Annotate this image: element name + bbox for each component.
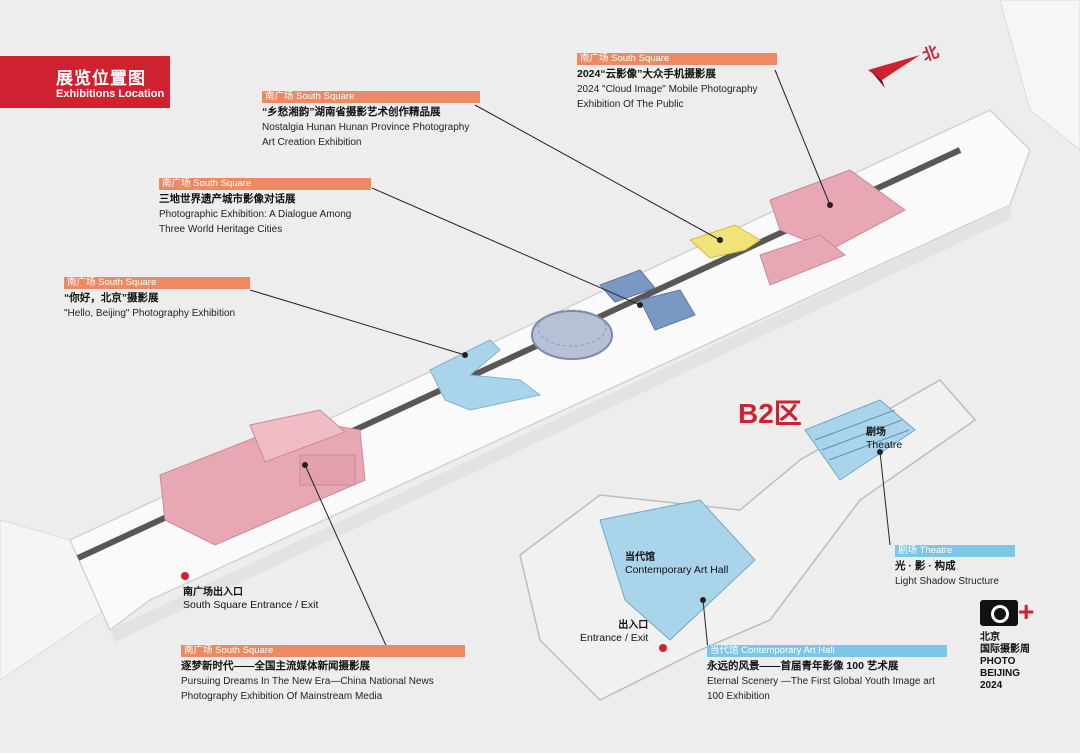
label-en: Pursuing Dreams In The New Era—China Nat…: [181, 676, 434, 702]
label-en: Photographic Exhibition: A Dialogue Amon…: [159, 209, 352, 235]
label-cloud-image: 南广场 South Square 2024“云影像”大众手机摄影展 2024 "…: [577, 53, 777, 112]
map-title-en: Exhibitions Location: [56, 88, 165, 100]
label-zh: 逐梦新时代——全国主流媒体新闻摄影展: [181, 660, 370, 672]
hall-entrance-label: 出入口 Entrance / Exit: [580, 620, 649, 644]
label-news-photography: 南广场 South Square 逐梦新时代——全国主流媒体新闻摄影展 Purs…: [181, 645, 465, 704]
label-tag: 当代馆 Contemporary Art Hall: [707, 645, 947, 657]
photo-beijing-logo: + 北京 国际摄影周 PHOTO BEIJING 2024: [980, 596, 1035, 691]
map-title: 展览位置图 Exhibitions Location: [0, 56, 170, 108]
zone-hello-beijing: [429, 339, 542, 411]
zone-nostalgia-hunan: [759, 169, 906, 286]
map-title-zh: 展览位置图: [56, 69, 146, 88]
label-en: Nostalgia Hunan Hunan Province Photograp…: [262, 122, 470, 148]
entrance-marker-icon: [181, 572, 667, 652]
contemporary-hall-label: 当代馆 Contemporary Art Hall: [625, 552, 729, 576]
plus-icon: +: [1018, 596, 1035, 627]
label-zh: “你好，北京”摄影展: [64, 292, 159, 304]
label-tag: 南广场 South Square: [181, 645, 465, 657]
zone-news-photography: [159, 409, 366, 546]
label-tag: 南广场 South Square: [262, 91, 480, 103]
label-zh: 光 · 影 · 构成: [895, 560, 956, 572]
south-square-entrance-label: 南广场出入口 South Square Entrance / Exit: [183, 587, 319, 611]
label-tag: 南广场 South Square: [159, 178, 371, 190]
label-zh: “乡愁湘韵”湖南省摄影艺术创作精品展: [262, 106, 441, 118]
zone-cloud-image: [689, 224, 761, 259]
rotunda: [531, 309, 613, 360]
label-tag: 南广场 South Square: [577, 53, 777, 65]
theatre-area: [804, 399, 916, 481]
north-arrow-icon: [868, 55, 920, 88]
label-zh: 2024“云影像”大众手机摄影展: [577, 68, 716, 80]
label-en: Light Shadow Structure: [895, 576, 999, 587]
label-en: Eternal Scenery —The First Global Youth …: [707, 676, 935, 702]
label-en: "Hello, Beijing" Photography Exhibition: [64, 308, 236, 319]
label-heritage-cities: 南广场 South Square 三地世界遗产城市影像对话展 Photograp…: [159, 178, 371, 237]
theatre-label: 剧场 Theatre: [866, 427, 903, 451]
label-en: 2024 "Cloud Image" Mobile Photography Ex…: [577, 84, 758, 110]
label-zh: 三地世界遗产城市影像对话展: [159, 193, 296, 205]
contemporary-art-hall-area: [599, 499, 756, 641]
label-zh: 永远的风景——首届青年影像 100 艺术展: [707, 660, 899, 672]
b2-zone-label: B2区: [738, 398, 802, 429]
camera-icon: [980, 600, 1018, 626]
label-hello-beijing: 南广场 South Square “你好，北京”摄影展 "Hello, Beij…: [64, 277, 250, 321]
label-tag: 南广场 South Square: [64, 277, 250, 289]
label-nostalgia-hunan: 南广场 South Square “乡愁湘韵”湖南省摄影艺术创作精品展 Nost…: [262, 91, 480, 150]
label-tag: 剧场 Theatre: [895, 545, 1015, 557]
label-light-shadow: 剧场 Theatre 光 · 影 · 构成 Light Shadow Struc…: [895, 545, 1015, 589]
label-eternal-scenery: 当代馆 Contemporary Art Hall 永远的风景——首届青年影像 …: [707, 645, 947, 704]
